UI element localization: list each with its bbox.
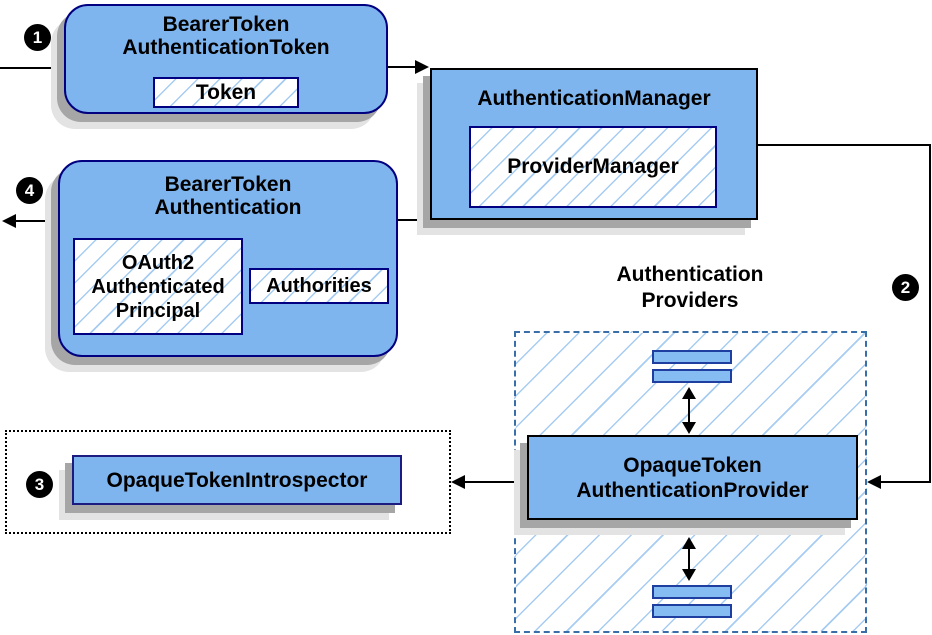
node-opaque-token-authentication-provider: OpaqueToken AuthenticationProvider (527, 435, 858, 520)
arrowhead-up-icon (682, 387, 696, 399)
authentication-providers-title: Authentication Providers (565, 262, 815, 314)
introspector-label: OpaqueTokenIntrospector (106, 468, 368, 492)
step-marker-2-number: 2 (900, 277, 911, 297)
step-marker-2: 2 (892, 274, 919, 301)
authorities-box: Authorities (249, 268, 389, 304)
step-marker-4: 4 (16, 177, 43, 204)
group-title-line: Providers (641, 289, 739, 312)
into-provider-line (880, 481, 930, 483)
arrowhead-left-icon (867, 475, 881, 489)
node-bearer-token-authentication: BearerToken Authentication OAuth2 Authen… (58, 160, 398, 357)
provider-to-introspector-line (464, 481, 528, 483)
principal-label-line: Principal (115, 299, 201, 322)
step-marker-1: 1 (24, 24, 51, 51)
arrowhead-up-icon (682, 537, 696, 549)
provider-manager-inner-box: ProviderManager (469, 126, 717, 208)
provider-stack-bar (652, 585, 732, 599)
provider-stack-bar (652, 604, 732, 618)
step-marker-3: 3 (26, 471, 53, 498)
provider-stack-bar (652, 369, 732, 383)
arrowhead-down-icon (682, 422, 696, 434)
arrowhead-right-icon (415, 60, 429, 74)
principal-label-line: Authenticated (91, 275, 225, 298)
authorities-label: Authorities (266, 274, 372, 297)
right-vertical-line (929, 144, 931, 483)
group-title-line: Authentication (616, 263, 764, 286)
node-title-line: BearerToken (162, 13, 290, 36)
node-authentication-manager: AuthenticationManager ProviderManager (430, 68, 758, 220)
step-marker-4-number: 4 (24, 180, 35, 200)
node-title-line: AuthenticationProvider (576, 479, 809, 502)
node-title-line: AuthenticationToken (122, 36, 330, 59)
token-to-manager-line (388, 66, 416, 68)
request-in-line (0, 67, 64, 69)
step-marker-3-number: 3 (34, 474, 45, 494)
node-title-line: OpaqueToken (623, 454, 762, 477)
arrowhead-down-icon (682, 569, 696, 581)
provider-manager-label: ProviderManager (507, 155, 679, 178)
double-arrow-top-line (688, 397, 690, 424)
node-title-line: Authentication (154, 196, 302, 219)
arrowhead-left-icon (451, 475, 465, 489)
manager-to-bearer-line (397, 219, 431, 221)
principal-label-line: OAuth2 (121, 251, 195, 274)
bearer-out-line (14, 220, 58, 222)
provider-stack-bar (652, 350, 732, 364)
node-bearer-token-authentication-token: BearerToken AuthenticationToken Token (64, 4, 388, 114)
node-title: AuthenticationManager (477, 87, 711, 110)
step-marker-1-number: 1 (32, 27, 43, 47)
introspector-dotted-group (5, 430, 451, 534)
manager-right-line (757, 144, 931, 146)
token-inner-box: Token (153, 77, 299, 108)
token-label: Token (195, 80, 257, 104)
node-opaque-token-introspector: OpaqueTokenIntrospector (72, 455, 402, 505)
oauth2-authenticated-principal-box: OAuth2 Authenticated Principal (73, 238, 243, 335)
double-arrow-bottom-line (688, 547, 690, 571)
node-title-line: BearerToken (164, 173, 292, 196)
arrowhead-left-icon (2, 214, 16, 228)
